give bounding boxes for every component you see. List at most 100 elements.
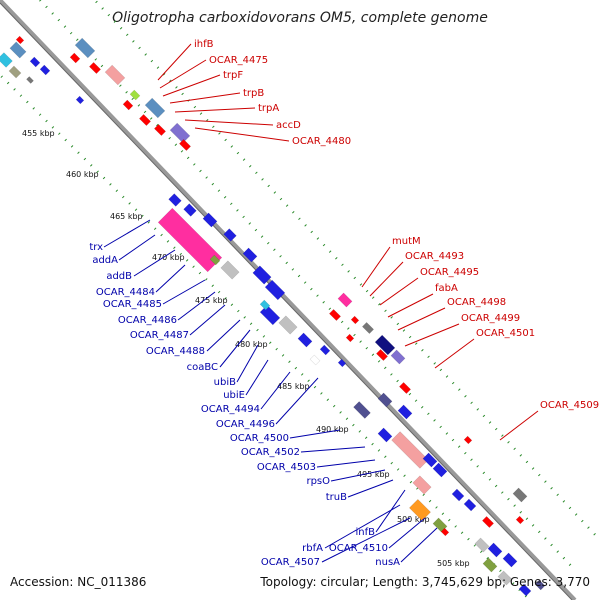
gene-label: OCAR_4484 — [96, 287, 155, 298]
label-leader-line — [189, 304, 226, 336]
gene-feature — [74, 37, 96, 59]
gene-feature — [264, 279, 286, 301]
gene-feature — [8, 65, 22, 79]
gene-label: infB — [356, 527, 376, 538]
gene-feature — [259, 299, 271, 311]
gene-label: OCAR_4510 — [329, 543, 388, 554]
label-leader-line — [155, 264, 186, 293]
gene-feature — [319, 344, 331, 356]
gene-feature — [451, 488, 465, 502]
gene-label: ubiB — [214, 377, 236, 388]
label-leader-line — [206, 319, 241, 352]
gene-feature — [409, 499, 431, 521]
gene-feature — [337, 292, 353, 308]
gene-feature — [481, 515, 495, 529]
scale-tick-label: 480 kbp — [235, 340, 268, 349]
label-leader-line — [289, 429, 341, 439]
scale-tick-label: 460 kbp — [66, 170, 99, 179]
gene-feature — [397, 404, 413, 420]
gene-label: trpB — [243, 88, 264, 99]
scale-tick-label: 455 kbp — [22, 129, 55, 138]
gene-feature — [39, 64, 51, 76]
scale-tick-label: 495 kbp — [357, 470, 390, 479]
label-leader-line — [379, 277, 419, 306]
gene-label: OCAR_4503 — [257, 462, 316, 473]
gene-feature — [350, 315, 360, 325]
gene-label: OCAR_4507 — [261, 557, 320, 568]
accession-text: Accession: NC_011386 — [10, 575, 147, 589]
gene-feature — [463, 498, 477, 512]
gene-label: OCAR_4500 — [230, 433, 289, 444]
gene-feature — [482, 557, 498, 573]
label-leader-line — [194, 127, 290, 142]
scale-tick-label: 465 kbp — [110, 212, 143, 221]
gene-labels: ihfBOCAR_4475trpFtrpBtrpAaccDOCAR_4480mu… — [89, 39, 599, 568]
gene-feature — [422, 452, 438, 468]
gene-feature — [122, 99, 134, 111]
gene-feature — [534, 579, 546, 591]
label-leader-line — [321, 517, 411, 563]
label-leader-line — [177, 291, 216, 321]
label-leader-line — [397, 307, 446, 331]
gene-feature — [487, 542, 503, 558]
label-leader-line — [159, 59, 207, 89]
gene-label: OCAR_4494 — [201, 404, 260, 415]
gene-feature — [29, 56, 41, 68]
label-leader-line — [219, 329, 251, 368]
label-leader-line — [330, 469, 386, 482]
gene-feature — [0, 52, 13, 68]
gene-label: OCAR_4495 — [420, 267, 479, 278]
label-leader-line — [103, 219, 151, 248]
gene-feature — [259, 304, 281, 326]
gene-label: OCAR_4480 — [292, 136, 351, 147]
topology-text: Topology: circular; Length: 3,745,629 bp… — [260, 575, 590, 589]
gene-feature — [497, 570, 513, 586]
gene-feature — [377, 427, 393, 443]
label-leader-line — [162, 279, 206, 305]
label-leader-line — [174, 107, 256, 113]
gene-label: OCAR_4493 — [405, 251, 464, 262]
gene-feature — [361, 321, 375, 335]
gene-feature — [390, 349, 406, 365]
gene-label: OCAR_4487 — [130, 330, 189, 341]
label-leader-line — [434, 338, 475, 369]
gene-label: OCAR_4485 — [103, 299, 162, 310]
genome-backbone — [0, 0, 577, 600]
gene-feature — [220, 260, 240, 280]
gene-label: OCAR_4488 — [146, 346, 205, 357]
gene-feature — [157, 207, 223, 273]
gene-feature — [26, 76, 34, 84]
gene-feature — [309, 354, 321, 366]
label-leader-line — [260, 371, 291, 410]
label-leader-line — [400, 527, 438, 563]
gene-feature — [391, 431, 429, 469]
gene-feature — [432, 462, 448, 478]
label-leader-line — [404, 323, 460, 347]
gene-label: OCAR_4498 — [447, 297, 506, 308]
gene-feature — [252, 265, 272, 285]
gene-feature — [375, 348, 389, 362]
gene-label: truB — [326, 492, 347, 503]
label-leader-line — [275, 377, 319, 425]
gene-label: OCAR_4475 — [209, 55, 268, 66]
scale-tick-label: 475 kbp — [195, 296, 228, 305]
gene-feature — [518, 583, 532, 597]
gene-feature — [463, 435, 473, 445]
gene-feature — [169, 122, 191, 144]
label-leader-line — [369, 261, 404, 297]
gene-label: addB — [106, 271, 132, 282]
label-leader-line — [388, 517, 426, 549]
gene-feature — [328, 308, 342, 322]
gene-feature — [178, 138, 192, 152]
gene-feature — [129, 89, 141, 101]
label-leader-line — [169, 92, 241, 104]
label-leader-line — [499, 410, 539, 441]
label-leader-line — [324, 504, 401, 549]
label-leader-line — [133, 249, 176, 277]
gene-label: OCAR_4486 — [118, 315, 177, 326]
gene-label: OCAR_4509 — [540, 400, 599, 411]
gene-label: mutM — [392, 236, 421, 247]
